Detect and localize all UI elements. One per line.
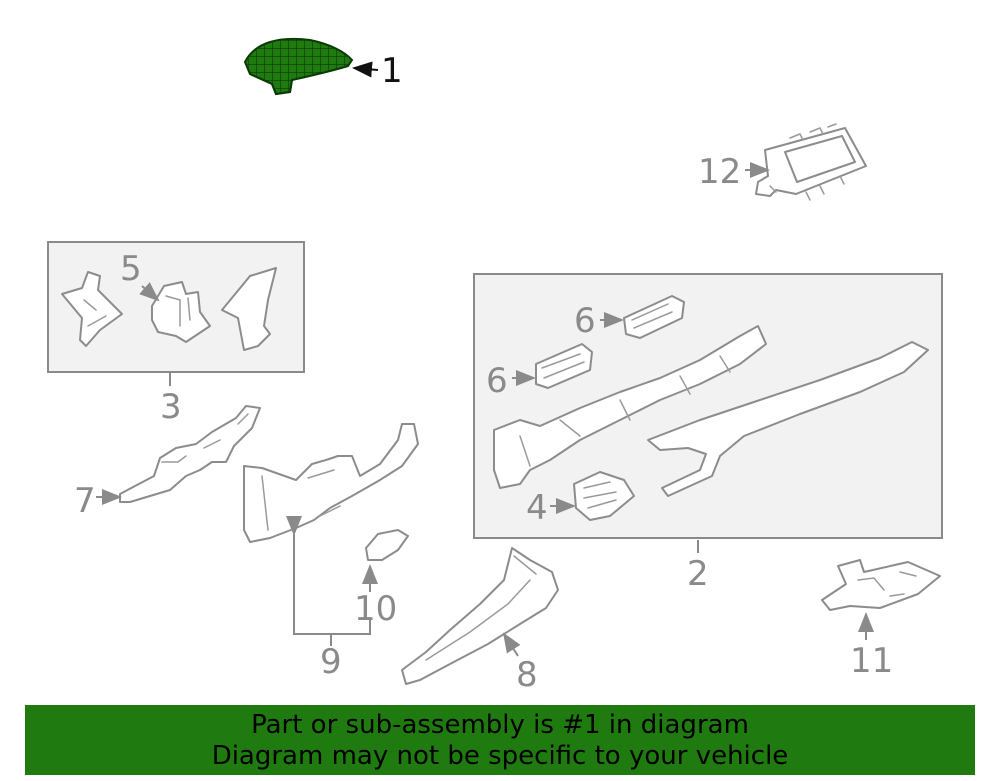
parts-diagram: 1 12 5 3 7 9 10 xyxy=(47,37,943,695)
part-5-bracket[interactable] xyxy=(151,281,211,343)
notice-banner: Part or sub-assembly is #1 in diagram Di… xyxy=(25,705,975,775)
part-12-display-module[interactable] xyxy=(755,123,867,201)
banner-line-1: Part or sub-assembly is #1 in diagram xyxy=(251,710,749,740)
callout-6a: 6 xyxy=(574,301,596,341)
part-3-trim-piece[interactable] xyxy=(221,267,277,351)
part-9-knee-panel[interactable] xyxy=(243,423,419,543)
callout-5: 5 xyxy=(120,249,142,289)
part-3-bracket-a[interactable] xyxy=(61,271,123,347)
part-4-vent[interactable] xyxy=(573,471,635,521)
callout-7: 7 xyxy=(74,481,96,521)
part-2-trim-strip[interactable] xyxy=(647,341,929,497)
callout-8: 8 xyxy=(516,655,538,695)
callout-3: 3 xyxy=(160,387,182,427)
part-2-dash-frame[interactable] xyxy=(493,325,767,489)
callout-11: 11 xyxy=(850,641,893,681)
part-11-bracket[interactable] xyxy=(821,559,941,611)
callout-12: 12 xyxy=(698,152,741,192)
part-7-upper-trim[interactable] xyxy=(119,405,261,503)
leader-5 xyxy=(139,282,160,302)
part-8-lower-panel[interactable] xyxy=(401,547,559,685)
banner-line-2: Diagram may not be specific to your vehi… xyxy=(211,741,789,771)
callout-9: 9 xyxy=(320,642,342,682)
callout-1: 1 xyxy=(381,51,403,91)
leader-8 xyxy=(502,632,521,657)
part-6-vent-upper[interactable] xyxy=(623,295,685,339)
callout-6b: 6 xyxy=(486,361,508,401)
part-1-cover[interactable] xyxy=(243,37,354,96)
callout-4: 4 xyxy=(526,488,548,528)
leader-1 xyxy=(352,61,379,78)
part-10-clip[interactable] xyxy=(365,529,409,561)
group-box-2 xyxy=(473,273,943,539)
callout-2: 2 xyxy=(687,554,709,594)
callout-10: 10 xyxy=(354,589,397,629)
part-6-vent-lower[interactable] xyxy=(535,343,593,389)
